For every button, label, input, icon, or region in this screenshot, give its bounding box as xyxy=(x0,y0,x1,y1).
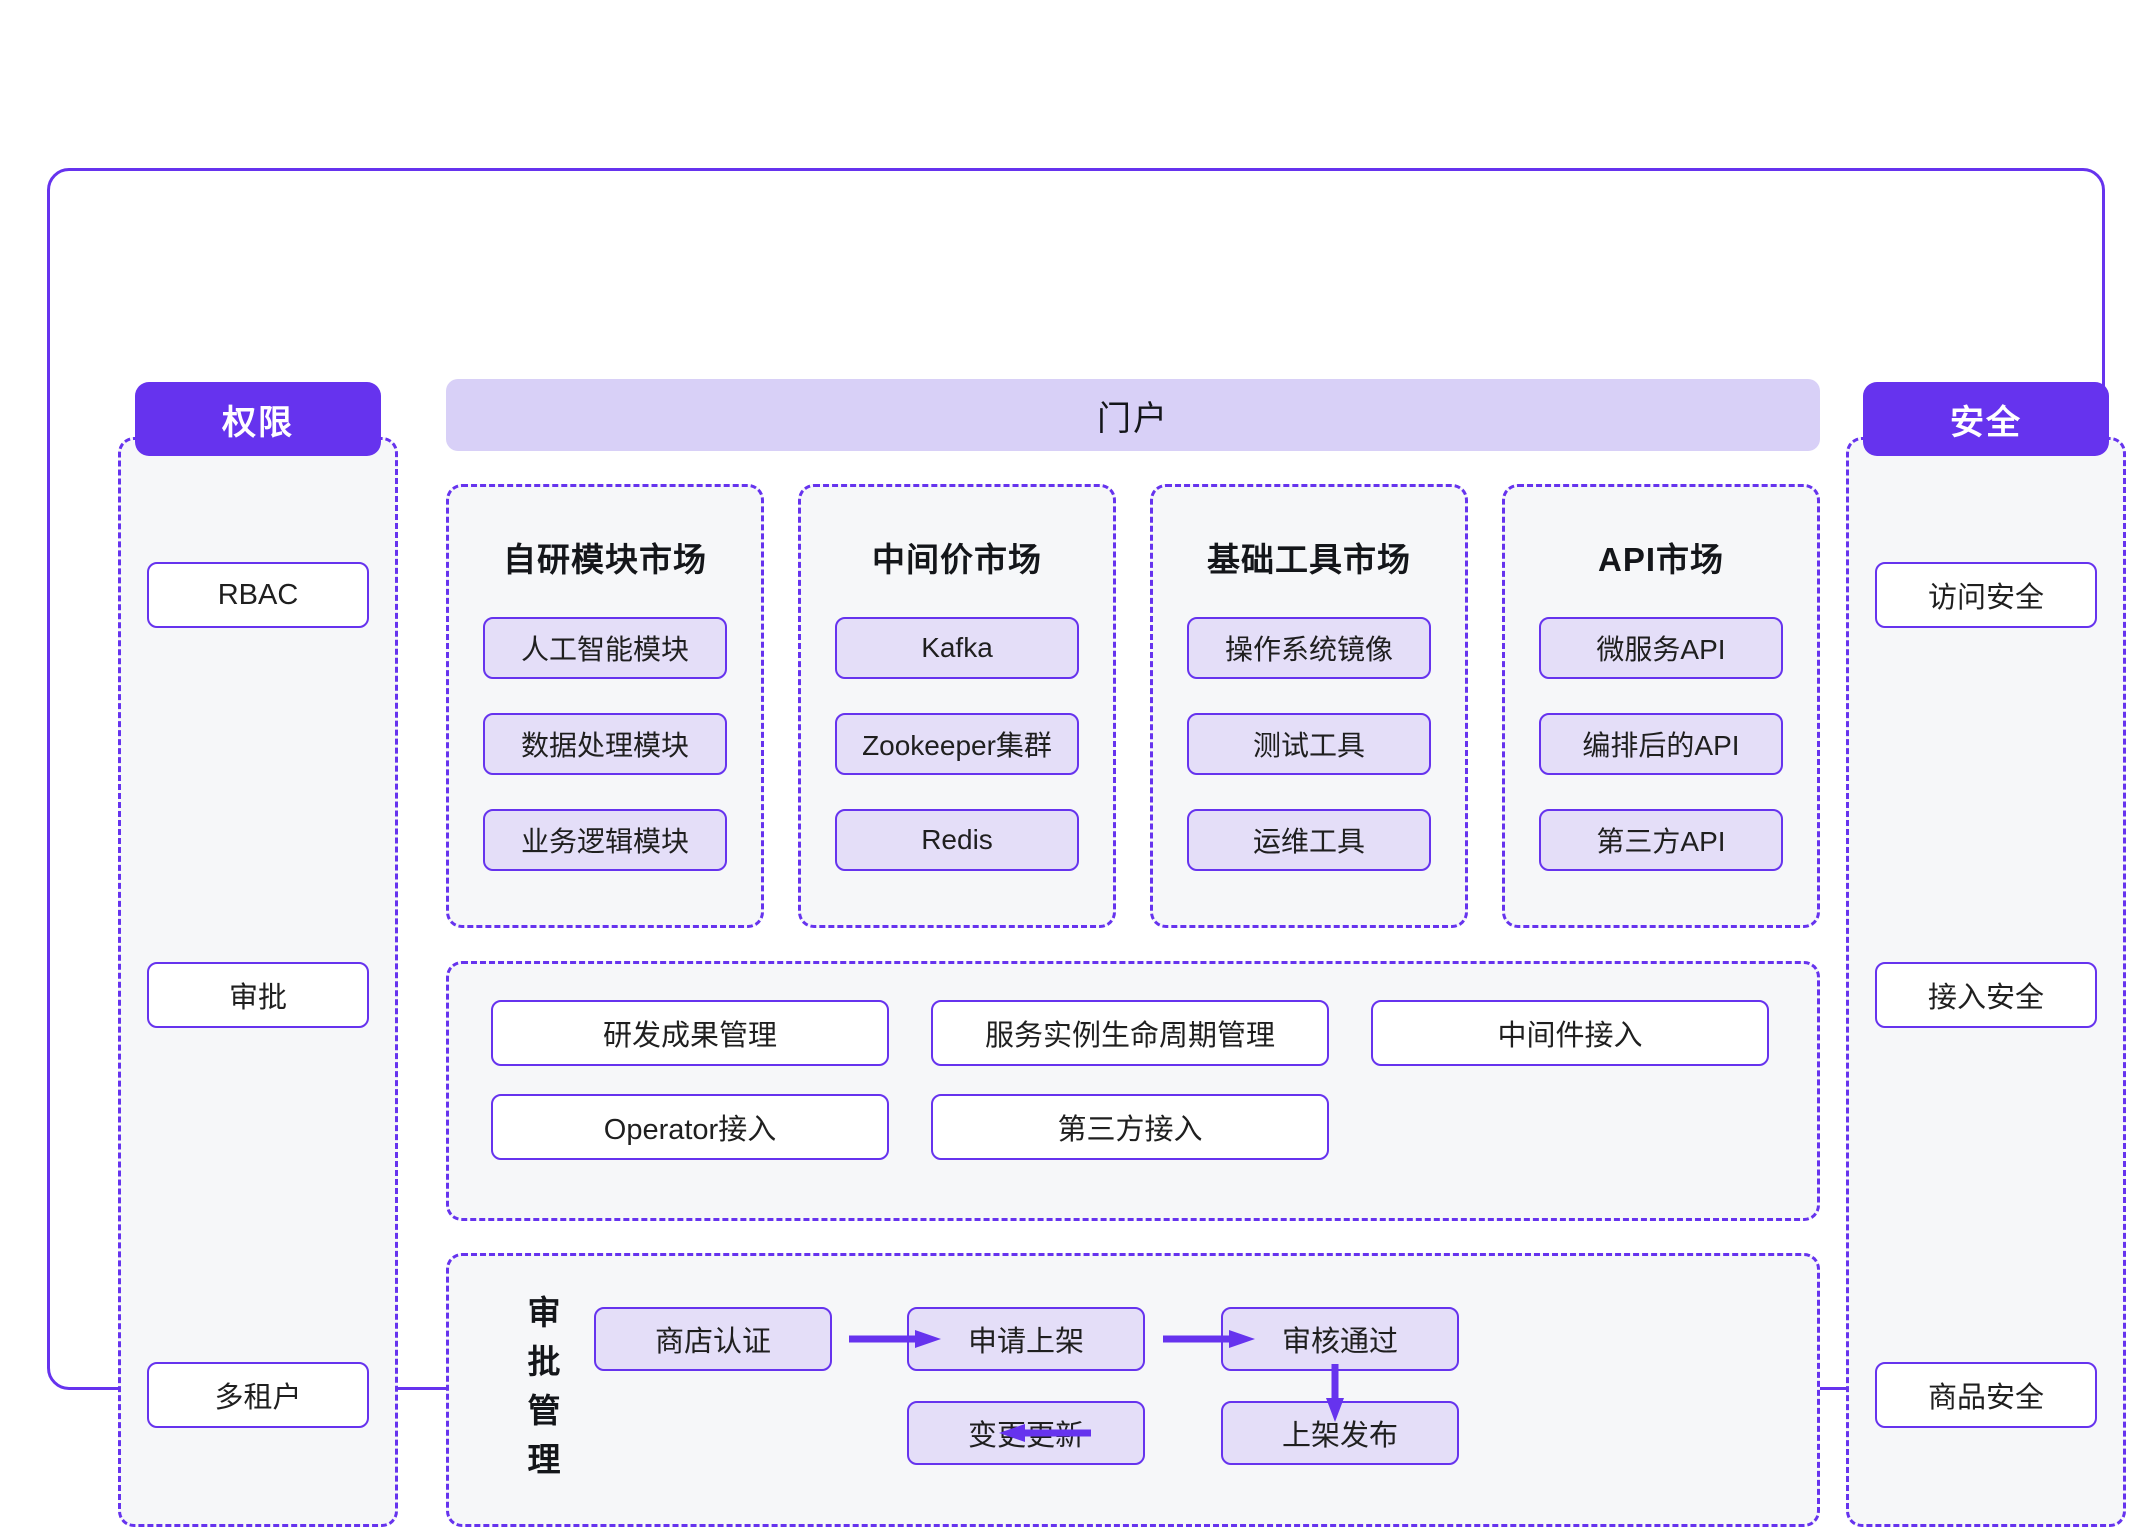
market-chip[interactable]: 操作系统镜像 xyxy=(1187,617,1431,679)
security-item-product[interactable]: 商品安全 xyxy=(1875,1362,2097,1428)
arrow-right-icon xyxy=(849,1330,941,1348)
approval-workflow-label: 审批管理 xyxy=(527,1294,561,1478)
flow-node-review-passed[interactable]: 审核通过 xyxy=(1221,1307,1459,1371)
permission-item-approval[interactable]: 审批 xyxy=(147,962,369,1028)
arrow-right-icon xyxy=(1163,1330,1255,1348)
security-panel-header: 安全 xyxy=(1863,382,2109,456)
arrow-down-icon xyxy=(1326,1364,1344,1422)
market-card-self-developed: 自研模块市场 人工智能模块 数据处理模块 业务逻辑模块 xyxy=(446,484,764,928)
permission-panel: 权限 RBAC 审批 多租户 xyxy=(118,382,398,1527)
management-chip-operator-access[interactable]: Operator接入 xyxy=(491,1094,889,1160)
arrow-left-icon xyxy=(999,1424,1091,1442)
flow-node-apply-listing[interactable]: 申请上架 xyxy=(907,1307,1145,1371)
market-chip[interactable]: Kafka xyxy=(835,617,1079,679)
management-chip-rd-results[interactable]: 研发成果管理 xyxy=(491,1000,889,1066)
portal-bar: 门户 xyxy=(446,379,1820,451)
management-section: 研发成果管理 服务实例生命周期管理 中间件接入 Operator接入 第三方接入 xyxy=(446,961,1820,1221)
market-chip[interactable]: 人工智能模块 xyxy=(483,617,727,679)
market-chip[interactable]: 数据处理模块 xyxy=(483,713,727,775)
flow-node-publish[interactable]: 上架发布 xyxy=(1221,1401,1459,1465)
market-chip[interactable]: 业务逻辑模块 xyxy=(483,809,727,871)
permission-item-rbac[interactable]: RBAC xyxy=(147,562,369,628)
management-chip-service-lifecycle[interactable]: 服务实例生命周期管理 xyxy=(931,1000,1329,1066)
markets-row: 自研模块市场 人工智能模块 数据处理模块 业务逻辑模块 中间价市场 Kafka … xyxy=(446,484,1820,928)
market-card-api: API市场 微服务API 编排后的API 第三方API xyxy=(1502,484,1820,928)
market-title: 中间价市场 xyxy=(872,541,1042,578)
market-title: 自研模块市场 xyxy=(503,541,707,578)
security-item-connection[interactable]: 接入安全 xyxy=(1875,962,2097,1028)
market-chip[interactable]: 微服务API xyxy=(1539,617,1783,679)
market-title: 基础工具市场 xyxy=(1207,541,1411,578)
architecture-frame: 权限 RBAC 审批 多租户 安全 访问安全 接入安全 商品安全 门户 自研模块… xyxy=(47,168,2126,1527)
market-card-middleware: 中间价市场 Kafka Zookeeper集群 Redis xyxy=(798,484,1116,928)
security-panel: 安全 访问安全 接入安全 商品安全 xyxy=(1846,382,2126,1527)
flow-node-shop-certification[interactable]: 商店认证 xyxy=(594,1307,832,1371)
management-row-2: Operator接入 第三方接入 xyxy=(491,1094,1775,1160)
market-chip[interactable]: Zookeeper集群 xyxy=(835,713,1079,775)
market-chip[interactable]: 第三方API xyxy=(1539,809,1783,871)
management-row-1: 研发成果管理 服务实例生命周期管理 中间件接入 xyxy=(491,1000,1775,1066)
permission-panel-header: 权限 xyxy=(135,382,381,456)
market-chip[interactable]: 编排后的API xyxy=(1539,713,1783,775)
market-chip[interactable]: Redis xyxy=(835,809,1079,871)
permission-item-multitenant[interactable]: 多租户 xyxy=(147,1362,369,1428)
market-title: API市场 xyxy=(1597,541,1724,578)
management-chip-thirdparty-access[interactable]: 第三方接入 xyxy=(931,1094,1329,1160)
management-chip-middleware-access[interactable]: 中间件接入 xyxy=(1371,1000,1769,1066)
market-card-base-tools: 基础工具市场 操作系统镜像 测试工具 运维工具 xyxy=(1150,484,1468,928)
market-chip[interactable]: 测试工具 xyxy=(1187,713,1431,775)
market-chip[interactable]: 运维工具 xyxy=(1187,809,1431,871)
security-item-access[interactable]: 访问安全 xyxy=(1875,562,2097,628)
